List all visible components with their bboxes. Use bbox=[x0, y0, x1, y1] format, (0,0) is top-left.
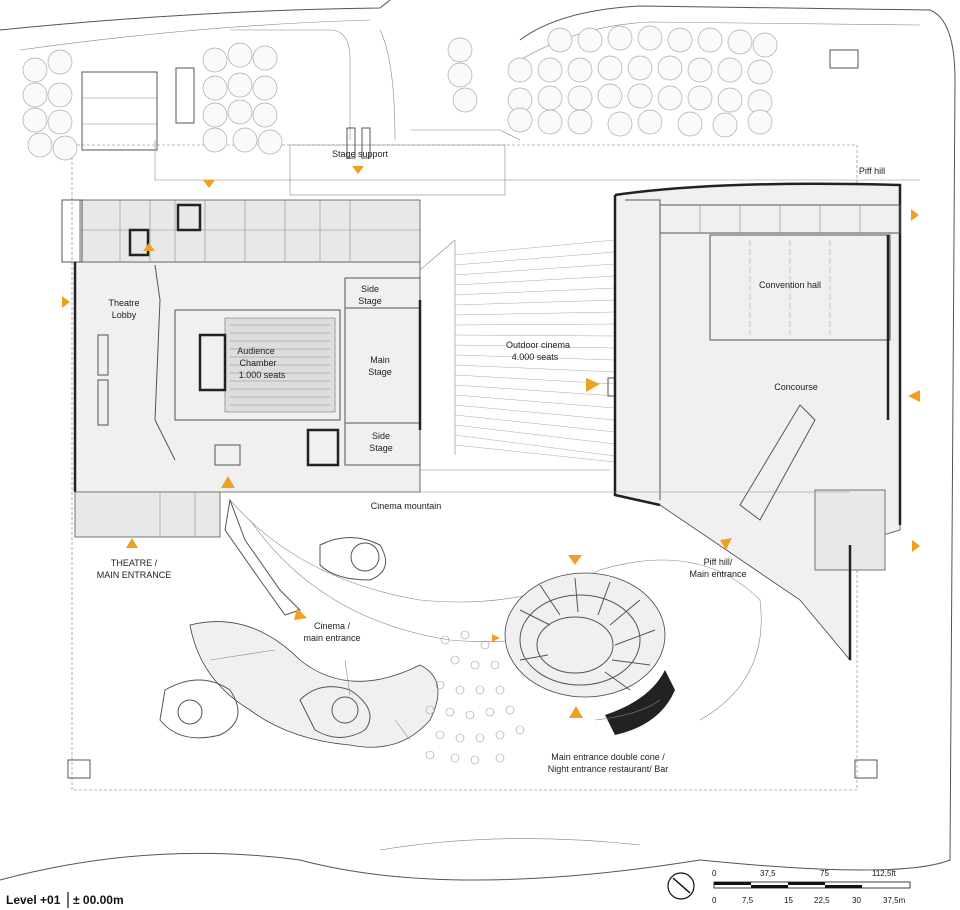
level-name: Level +01 bbox=[6, 893, 61, 907]
service-road bbox=[154, 29, 920, 181]
label-side-stage-top-1: Side bbox=[361, 284, 379, 294]
scale-bar: 0 37,5 75 112,5ft 0 7,5 15 22,5 30 37,5m bbox=[712, 869, 911, 905]
label-theatre-entrance-2: MAIN ENTRANCE bbox=[97, 570, 172, 580]
label-convention-hall: Convention hall bbox=[759, 280, 821, 290]
double-cone-restaurant bbox=[504, 572, 675, 735]
scale-ft-0: 0 bbox=[712, 869, 717, 878]
scale-ft-2: 75 bbox=[820, 869, 829, 878]
scale-ft-1: 37,5 bbox=[760, 869, 776, 878]
court-1 bbox=[81, 71, 158, 151]
label-piff-hill-entrance-1: Piff hill/ bbox=[704, 557, 733, 567]
label-concourse: Concourse bbox=[774, 382, 818, 392]
label-auditorium-1: Audience bbox=[237, 346, 275, 356]
label-piff-hill-entrance-2: Main entrance bbox=[689, 569, 746, 579]
stage-support-bay bbox=[289, 144, 506, 196]
label-outdoor-cinema-2: 4.000 seats bbox=[512, 352, 559, 362]
label-side-stage-top-2: Stage bbox=[358, 296, 382, 306]
label-double-cone-1: Main entrance double cone / bbox=[551, 752, 665, 762]
convention-building bbox=[613, 182, 902, 662]
label-cinema-entrance-2: main entrance bbox=[303, 633, 360, 643]
scale-m-5: 37,5m bbox=[883, 896, 906, 905]
site-lower-curve bbox=[379, 838, 641, 851]
scale-m-2: 15 bbox=[784, 896, 793, 905]
entrance-arrows bbox=[62, 166, 920, 718]
theatre-building bbox=[61, 199, 422, 538]
label-auditorium-3: 1.000 seats bbox=[239, 370, 286, 380]
north-arrow-icon bbox=[667, 872, 695, 900]
label-theatre-lobby-2: Lobby bbox=[112, 310, 137, 320]
label-auditorium-2: Chamber bbox=[239, 358, 276, 368]
scale-m-0: 0 bbox=[712, 896, 717, 905]
cinema-mountain-outline bbox=[75, 491, 850, 721]
label-theatre-lobby-1: Theatre bbox=[108, 298, 139, 308]
scale-m-1: 7,5 bbox=[742, 896, 754, 905]
label-stage-support: Stage support bbox=[332, 149, 389, 159]
outdoor-tables bbox=[425, 630, 525, 765]
scale-m-3: 22,5 bbox=[814, 896, 830, 905]
stair-block-2 bbox=[67, 759, 91, 779]
scale-ft-3: 112,5ft bbox=[872, 869, 897, 878]
cinema-mountain-shapes bbox=[159, 537, 439, 748]
label-piff-hill-top: Piff hill bbox=[859, 166, 885, 176]
tree-group-left bbox=[22, 42, 283, 161]
label-outdoor-cinema-1: Outdoor cinema bbox=[506, 340, 570, 350]
label-theatre-entrance-1: THEATRE / bbox=[111, 558, 158, 568]
tree-group-right bbox=[447, 25, 778, 138]
label-side-stage-bottom-2: Stage bbox=[369, 443, 393, 453]
site-boundary bbox=[0, 0, 956, 881]
label-side-stage-bottom-1: Side bbox=[372, 431, 390, 441]
label-double-cone-2: Night entrance restaurant/ Bar bbox=[548, 764, 669, 774]
outdoor-cinema-seating bbox=[454, 239, 616, 463]
level-elevation: ± 00.00m bbox=[73, 893, 124, 907]
label-main-stage-1: Main bbox=[370, 355, 390, 365]
stair-block-1 bbox=[829, 49, 859, 69]
label-cinema-entrance-1: Cinema / bbox=[314, 621, 351, 631]
label-cinema-mountain: Cinema mountain bbox=[371, 501, 442, 511]
stair-block-3 bbox=[854, 759, 878, 779]
label-main-stage-2: Stage bbox=[368, 367, 392, 377]
scale-m-4: 30 bbox=[852, 896, 861, 905]
court-2 bbox=[175, 67, 195, 124]
